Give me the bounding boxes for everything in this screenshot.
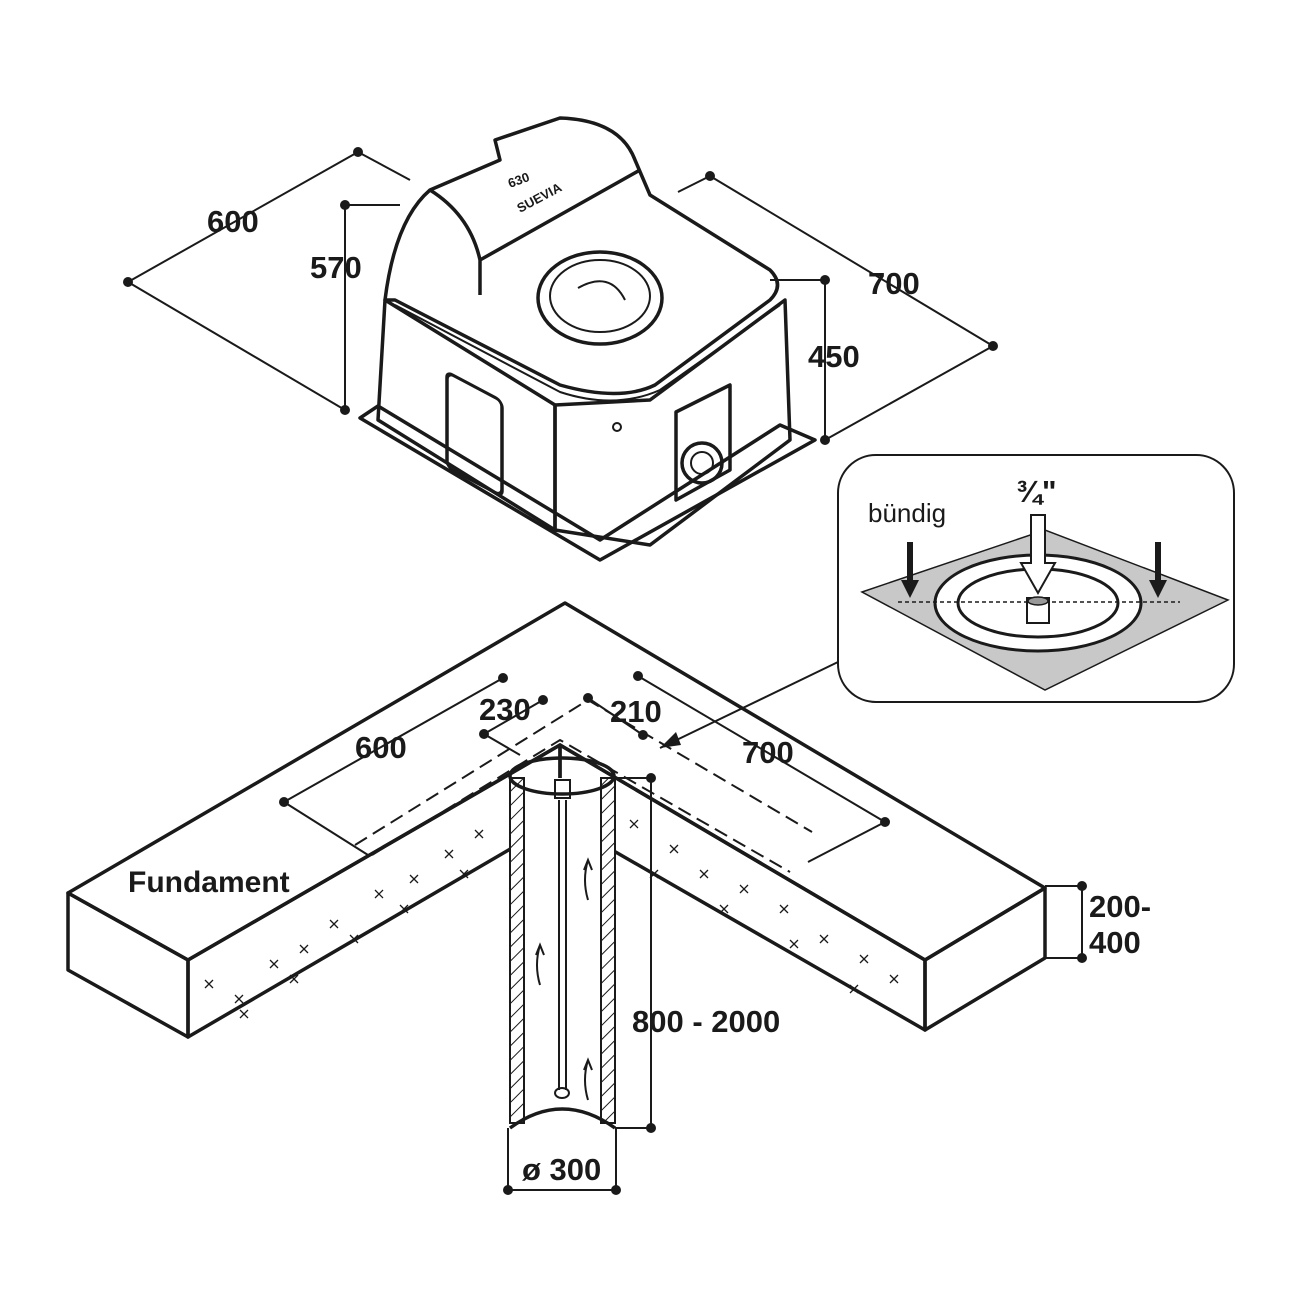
foundation-dim-depth: 700 <box>742 735 794 770</box>
trough-model-number: 630 <box>506 169 532 191</box>
foundation-dim-width: 600 <box>355 730 407 765</box>
trough-dim-total-height: 570 <box>310 250 362 285</box>
detail-callout: bündig ¾" <box>837 454 1235 703</box>
trough-drawing: 630 SUEVIA 600 570 700 450 <box>123 116 998 562</box>
trough-dim-body-height: 450 <box>808 339 860 374</box>
trough-side-panel <box>445 372 504 496</box>
detail-flush-label: bündig <box>868 498 946 528</box>
foundation-dim-thickness-2: 400 <box>1089 925 1141 960</box>
trough-drinking-bowl <box>536 250 664 346</box>
feed-pipe <box>508 756 617 1130</box>
foundation-dim-pipe-depth: 800 - 2000 <box>632 1004 780 1039</box>
trough-lid <box>383 116 780 396</box>
foundation-dim-offset-left: 230 <box>479 692 531 727</box>
flush-arrow-left-icon <box>901 542 919 598</box>
detail-thread-label: ¾" <box>1016 474 1057 509</box>
flush-arrow-right-icon <box>1149 542 1167 598</box>
foundation-label: Fundament <box>128 866 290 899</box>
trough-connection-box <box>674 383 732 502</box>
concrete-texture <box>204 819 899 1019</box>
thread-arrow-icon <box>1019 514 1057 596</box>
connection-fitting-icon <box>680 441 724 485</box>
foundation-slab-front-left <box>66 891 190 1039</box>
foundation-dim-offset-right: 210 <box>610 694 662 729</box>
trough-dim-width: 600 <box>207 204 259 239</box>
trough-body-right <box>553 298 792 547</box>
trough-dim-depth: 700 <box>868 266 920 301</box>
foundation-dim-pipe-diameter: ø 300 <box>522 1152 601 1187</box>
foundation-drawing: Fundament 600 700 230 210 200- 400 800 - <box>66 601 1151 1195</box>
foundation-dim-thickness-1: 200- <box>1089 889 1151 924</box>
foundation-slab-front-right <box>923 886 1047 1032</box>
